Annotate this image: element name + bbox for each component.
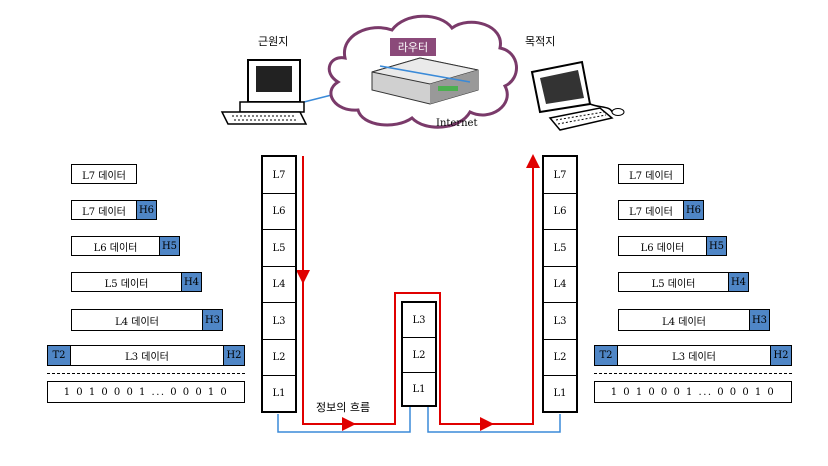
destination-layer-5: L5: [544, 230, 576, 267]
encap-data: L3 데이터: [617, 345, 771, 366]
encap-header: H2: [223, 345, 245, 366]
encap-bits: 1 0 1 0 0 0 1 ... 0 0 0 1 0: [594, 381, 792, 403]
source-layer-2: L2: [263, 340, 295, 376]
encap-data: L4 데이터: [71, 309, 203, 331]
destination-layer-1: L1: [553, 388, 567, 399]
encap-data: L5 데이터: [618, 272, 729, 292]
encap-data: L7 데이터: [618, 164, 684, 184]
physical-link-source: [277, 404, 411, 433]
source-osi-stack: L7 L6 L5 L4 L3 L2 L1: [261, 155, 297, 413]
destination-computer-icon: [530, 60, 625, 131]
router-label: 라우터: [390, 38, 436, 56]
destination-label: 목적지: [525, 35, 556, 48]
router-osi-stack: L3 L2 L1: [401, 301, 437, 407]
source-layer-1: L1: [272, 388, 286, 399]
bits-separator: [47, 373, 245, 374]
encap-bits: 1 0 1 0 0 0 1 ... 0 0 0 1 0: [47, 381, 245, 403]
bits-separator: [594, 373, 792, 374]
encap-data: L6 데이터: [618, 236, 707, 256]
encap-data: L6 데이터: [71, 236, 160, 256]
encap-data: L3 데이터: [70, 345, 224, 366]
encap-header: H6: [136, 200, 157, 220]
physical-link-destination: [427, 404, 561, 433]
encap-data: L4 데이터: [618, 309, 750, 331]
destination-osi-stack: L7 L6 L5 L4 L3 L2 L1: [542, 155, 578, 413]
encap-data: L5 데이터: [71, 272, 182, 292]
source-label: 근원지: [258, 35, 289, 48]
flow-label: 정보의 흐름: [316, 401, 371, 414]
encap-data: L7 데이터: [71, 200, 137, 220]
router-layer-2: L2: [403, 338, 435, 373]
encap-header: H3: [749, 309, 770, 331]
encap-data: L7 데이터: [618, 200, 684, 220]
router-icon: [371, 57, 479, 105]
internet-label: Internet: [436, 118, 478, 129]
destination-layer-2: L2: [544, 340, 576, 376]
source-layer-4: L4: [263, 267, 295, 303]
source-layer-6: L6: [263, 194, 295, 230]
source-layer-5: L5: [263, 230, 295, 267]
encap-header: H5: [159, 236, 180, 256]
destination-layer-6: L6: [544, 194, 576, 230]
source-computer-icon: [220, 59, 308, 125]
encap-header: H2: [770, 345, 792, 366]
router-layer-1: L1: [412, 383, 426, 395]
encap-header: H4: [181, 272, 202, 292]
source-layer-7: L7: [263, 157, 295, 194]
encap-trailer: T2: [594, 345, 618, 366]
destination-layer-7: L7: [544, 157, 576, 194]
encap-header: H4: [728, 272, 749, 292]
source-layer-3: L3: [263, 303, 295, 340]
encap-header: H5: [706, 236, 727, 256]
encap-trailer: T2: [47, 345, 71, 366]
destination-layer-3: L3: [544, 303, 576, 340]
encap-header: H6: [683, 200, 704, 220]
encap-header: H3: [202, 309, 223, 331]
flow-path: [302, 156, 534, 425]
destination-layer-4: L4: [544, 267, 576, 303]
router-layer-3: L3: [403, 303, 435, 338]
encap-data: L7 데이터: [71, 164, 137, 184]
